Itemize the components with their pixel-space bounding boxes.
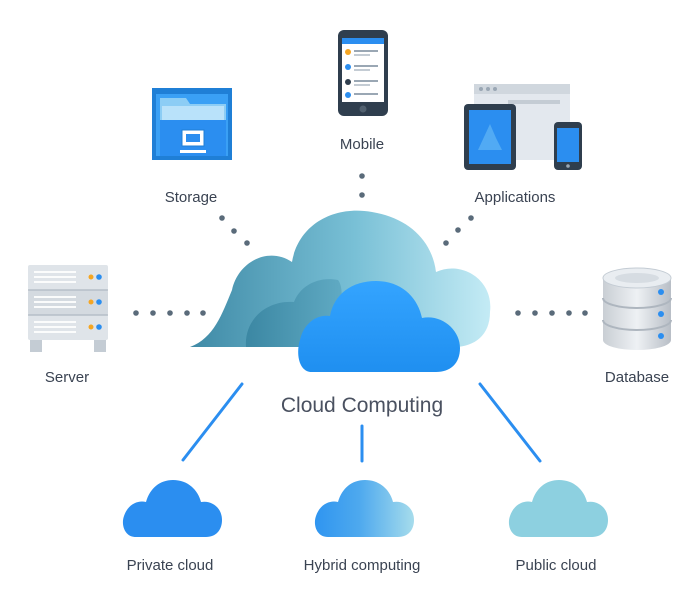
label-applications: Applications [475, 189, 556, 206]
label-private-cloud: Private cloud [127, 557, 214, 574]
line-public-cloud [478, 382, 542, 463]
label-mobile: Mobile [340, 136, 384, 153]
central-cloud [190, 210, 491, 372]
label-hybrid-computing: Hybrid computing [304, 557, 421, 574]
connector-server [133, 310, 206, 316]
central-cloud-front [298, 281, 460, 372]
label-database: Database [605, 369, 669, 386]
private-cloud-icon [122, 480, 222, 537]
connector-applications [443, 215, 474, 246]
line-private-cloud [181, 382, 244, 462]
connector-database [515, 310, 588, 316]
public-cloud-icon [508, 480, 608, 537]
mobile-phone-icon [338, 30, 388, 116]
hybrid-cloud-icon [314, 480, 414, 537]
database-icon [602, 267, 672, 350]
devices-icon [464, 84, 582, 170]
label-public-cloud: Public cloud [516, 557, 597, 574]
server-rack-icon [28, 265, 108, 352]
connector-storage [219, 215, 250, 246]
label-server: Server [45, 369, 89, 386]
file-cabinet-icon [152, 88, 232, 160]
center-title: Cloud Computing [281, 394, 443, 417]
connector-mobile [359, 173, 365, 198]
label-storage: Storage [165, 189, 218, 206]
